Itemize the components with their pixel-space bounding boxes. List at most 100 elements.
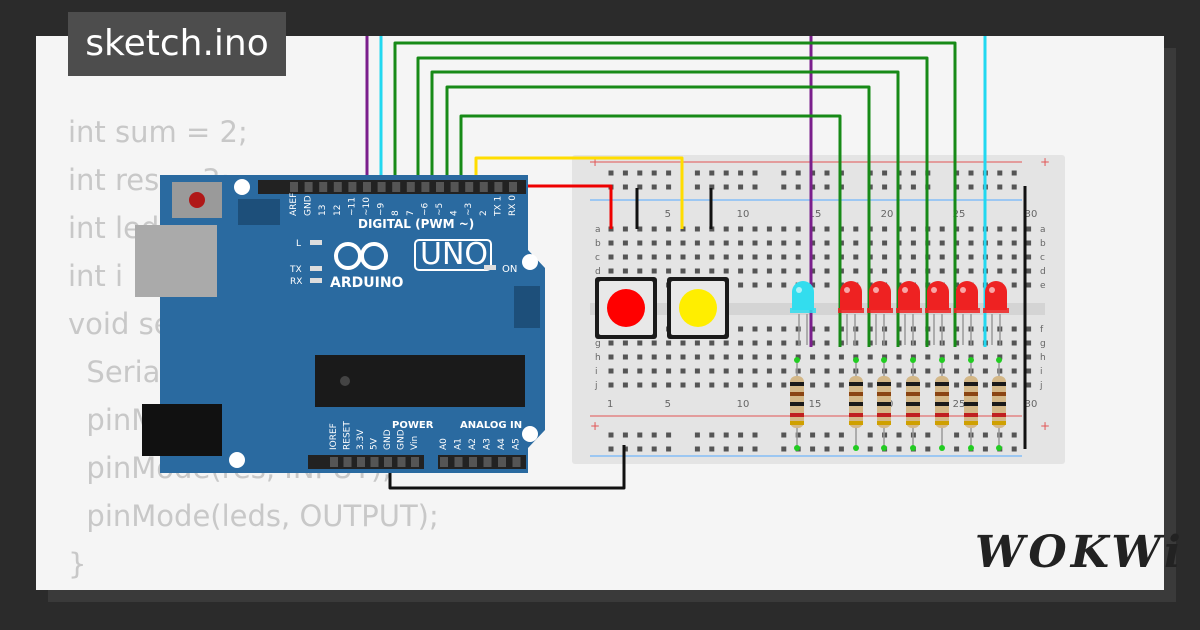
digital-pin[interactable] bbox=[509, 182, 517, 192]
rail-hole bbox=[622, 170, 628, 176]
power-pin[interactable] bbox=[343, 457, 352, 467]
breadboard-hole bbox=[637, 354, 643, 360]
power-pin[interactable] bbox=[411, 457, 419, 467]
digital-pin[interactable] bbox=[494, 182, 503, 192]
breadboard-hole bbox=[1011, 254, 1017, 260]
led-l-label: L bbox=[296, 239, 301, 249]
wire-green-pin6[interactable] bbox=[430, 70, 900, 347]
breadboard-hole bbox=[1011, 282, 1017, 288]
breadboard-hole bbox=[637, 226, 643, 232]
digital-pin-label: ~3 bbox=[464, 203, 474, 216]
breadboard-hole bbox=[637, 240, 643, 246]
breadboard-hole bbox=[997, 368, 1003, 374]
analog-pin[interactable] bbox=[454, 457, 463, 467]
digital-pin[interactable] bbox=[290, 182, 298, 192]
digital-pin[interactable] bbox=[348, 182, 357, 192]
breadboard-hole bbox=[622, 240, 628, 246]
led[interactable] bbox=[956, 281, 978, 310]
breadboard-hole bbox=[795, 326, 801, 332]
digital-pin[interactable] bbox=[319, 182, 328, 192]
rail-hole bbox=[666, 170, 672, 176]
wire-black-gnd[interactable] bbox=[388, 445, 626, 490]
rail-hole bbox=[694, 432, 700, 438]
on-label: ON bbox=[502, 264, 517, 275]
rail-hole bbox=[637, 184, 643, 190]
power-pin[interactable] bbox=[357, 457, 365, 467]
power-pin[interactable] bbox=[384, 457, 392, 467]
wire-red-pin2[interactable] bbox=[490, 184, 613, 229]
breadboard-hole bbox=[1011, 268, 1017, 274]
breadboard-hole bbox=[752, 382, 758, 388]
rail-hole bbox=[622, 432, 628, 438]
digital-pin[interactable] bbox=[377, 182, 386, 192]
analog-pin[interactable] bbox=[498, 457, 506, 467]
led[interactable] bbox=[840, 281, 862, 310]
analog-pin[interactable] bbox=[483, 457, 492, 467]
rail-hole bbox=[795, 432, 801, 438]
reset-button[interactable] bbox=[189, 192, 205, 208]
row-letter: g bbox=[595, 339, 601, 349]
breadboard-hole bbox=[680, 354, 686, 360]
breadboard-hole bbox=[781, 326, 787, 332]
breadboard-hole bbox=[882, 354, 888, 360]
digital-pin[interactable] bbox=[363, 182, 371, 192]
breadboard-hole bbox=[824, 382, 830, 388]
power-pin[interactable] bbox=[397, 457, 406, 467]
filename-tab[interactable]: sketch.ino bbox=[68, 12, 286, 76]
led[interactable] bbox=[869, 281, 891, 310]
breadboard-hole bbox=[853, 268, 859, 274]
wire-green-pin5[interactable] bbox=[445, 85, 871, 347]
rail-hole bbox=[997, 184, 1003, 190]
analog-pin-label: A0 bbox=[439, 438, 449, 450]
wire-green-pin7[interactable] bbox=[416, 56, 929, 347]
rail-hole bbox=[838, 432, 844, 438]
breadboard-hole bbox=[680, 268, 686, 274]
power-label: POWER bbox=[392, 420, 434, 431]
analog-pin[interactable] bbox=[469, 457, 477, 467]
red-button[interactable] bbox=[607, 289, 645, 327]
breadboard-hole bbox=[723, 368, 729, 374]
digital-pin-label: 4 bbox=[450, 210, 460, 216]
breadboard-hole bbox=[1026, 268, 1032, 274]
digital-pin[interactable] bbox=[333, 182, 342, 192]
led[interactable] bbox=[898, 281, 920, 310]
led[interactable] bbox=[792, 281, 814, 310]
breadboard-hole bbox=[853, 326, 859, 332]
rail-hole bbox=[709, 184, 715, 190]
rail-hole bbox=[982, 432, 988, 438]
analog-pin[interactable] bbox=[440, 457, 448, 467]
breadboard-hole bbox=[910, 226, 916, 232]
digital-pin[interactable] bbox=[465, 182, 474, 192]
digital-pin[interactable] bbox=[436, 182, 444, 192]
power-pin[interactable] bbox=[330, 457, 338, 467]
digital-pin[interactable] bbox=[450, 182, 459, 192]
breadboard-hole bbox=[766, 268, 772, 274]
breadboard-hole bbox=[867, 354, 873, 360]
digital-pin[interactable] bbox=[304, 182, 313, 192]
wire-green-pin4[interactable] bbox=[459, 114, 842, 347]
analog-pin-label: A5 bbox=[512, 438, 522, 450]
rail-hole bbox=[781, 170, 787, 176]
digital-pin[interactable] bbox=[406, 182, 415, 192]
digital-pin[interactable] bbox=[392, 182, 401, 192]
digital-pin[interactable] bbox=[479, 182, 488, 192]
wire-yellow-pin3[interactable] bbox=[474, 156, 684, 229]
analog-pin[interactable] bbox=[512, 457, 521, 467]
yellow-button[interactable] bbox=[679, 289, 717, 327]
led[interactable] bbox=[927, 281, 949, 310]
rail-hole bbox=[824, 446, 830, 452]
power-jack bbox=[142, 404, 222, 456]
wire-green-pin8[interactable] bbox=[393, 41, 957, 347]
digital-pin[interactable] bbox=[421, 182, 430, 192]
digital-pin-label: RX 0 bbox=[508, 195, 518, 216]
breadboard-hole bbox=[752, 282, 758, 288]
rail-plus-label: + bbox=[1040, 419, 1050, 433]
column-number: 10 bbox=[737, 209, 750, 220]
breadboard-hole bbox=[622, 226, 628, 232]
led[interactable] bbox=[985, 281, 1007, 310]
breadboard-hole bbox=[622, 268, 628, 274]
breadboard-hole bbox=[1011, 340, 1017, 346]
power-pin[interactable] bbox=[370, 457, 379, 467]
